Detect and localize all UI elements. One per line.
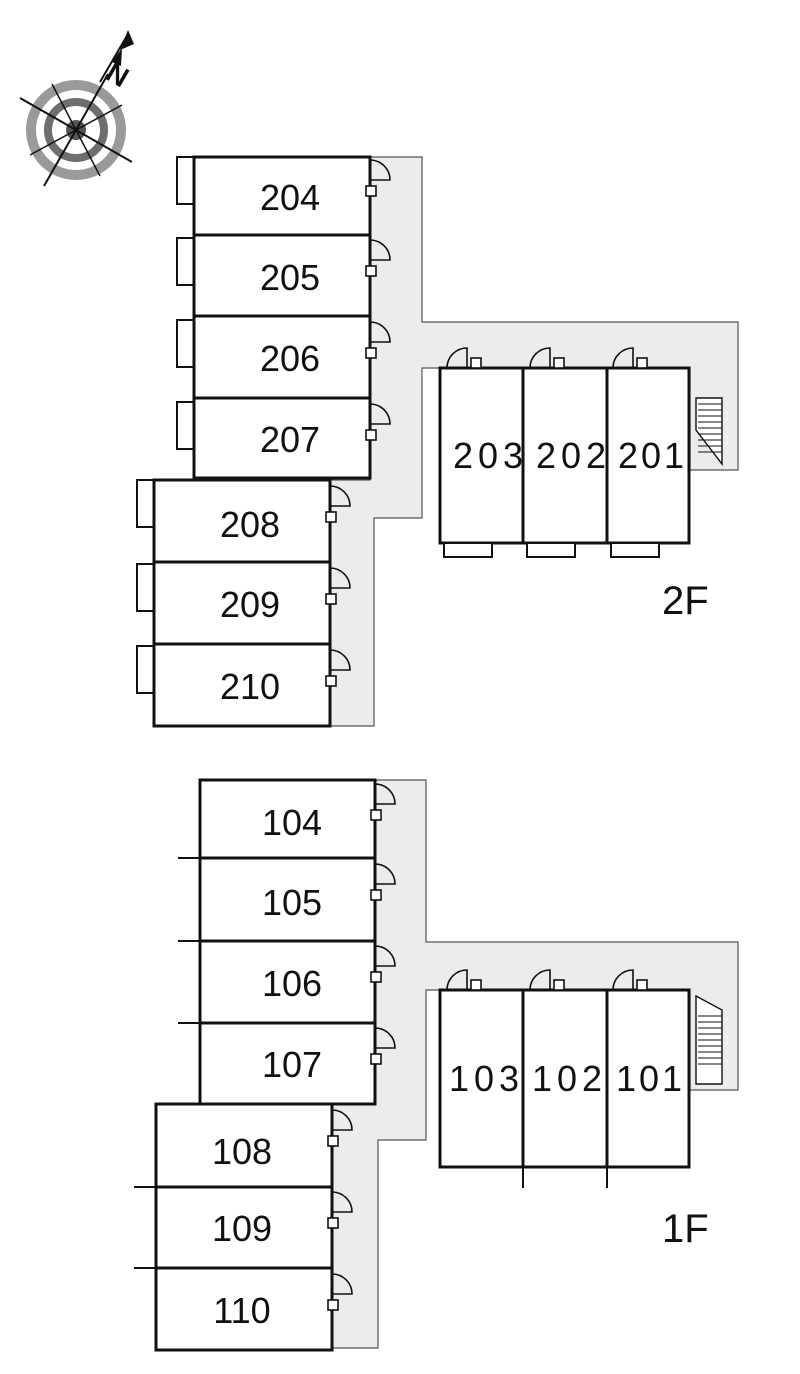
room-110 <box>154 1266 334 1352</box>
door-icon <box>370 783 396 821</box>
room-207 <box>192 396 372 480</box>
room-label: 110 <box>213 1290 270 1331</box>
door-icon <box>365 403 391 441</box>
door-icon <box>529 347 565 369</box>
compass-north-label: N <box>101 56 134 93</box>
stairs-1f-icon <box>695 994 723 1085</box>
balcony-icon <box>136 645 155 694</box>
door-icon <box>370 1027 396 1065</box>
room-105 <box>198 856 377 943</box>
room-label: 204 <box>260 177 320 218</box>
room-108 <box>154 1102 334 1189</box>
stairs-2f-icon <box>695 397 723 467</box>
balcony-icon <box>176 156 195 205</box>
door-icon <box>370 945 396 983</box>
room-label: 207 <box>260 419 320 460</box>
room-101 <box>605 988 691 1169</box>
balcony-icon <box>136 563 155 612</box>
door-icon <box>446 347 482 369</box>
door-icon <box>612 969 648 991</box>
room-label: 103 <box>449 1058 519 1099</box>
room-209 <box>152 560 332 646</box>
room-label: 208 <box>220 504 280 545</box>
floor-1f: 104 105 106 107 108 109 110 103 102 101 … <box>134 778 739 1352</box>
room-103 <box>438 988 525 1169</box>
balcony-icon <box>610 542 660 558</box>
floor-label-1f: 1F <box>662 1207 709 1251</box>
room-label: 105 <box>262 882 322 923</box>
room-label: 101 <box>616 1058 682 1099</box>
room-label: 202 <box>536 435 606 476</box>
room-206 <box>192 314 372 400</box>
room-205 <box>192 233 372 318</box>
door-icon <box>327 1273 353 1311</box>
door-icon <box>370 863 396 901</box>
balcony-icon <box>136 479 155 528</box>
room-label: 106 <box>262 963 322 1004</box>
floor-2f: 204 205 206 207 208 209 210 203 202 201 … <box>136 155 739 728</box>
door-icon <box>365 159 391 197</box>
room-label: 108 <box>212 1131 272 1172</box>
door-icon <box>327 1109 353 1147</box>
compass-icon: N <box>19 30 134 187</box>
balcony-icon <box>443 542 493 558</box>
door-icon <box>325 649 351 687</box>
door-icon <box>365 321 391 359</box>
door-icon <box>325 567 351 605</box>
room-label: 203 <box>453 435 523 476</box>
room-203 <box>438 366 525 545</box>
door-icon <box>365 239 391 277</box>
room-210 <box>152 642 332 728</box>
door-icon <box>325 485 351 523</box>
balcony-icon <box>176 401 195 450</box>
room-label: 107 <box>262 1044 322 1085</box>
room-label: 210 <box>220 666 280 707</box>
balcony-icon <box>526 542 576 558</box>
room-label: 102 <box>532 1058 602 1099</box>
room-label: 109 <box>212 1208 272 1249</box>
room-201 <box>605 366 691 545</box>
door-icon <box>446 969 482 991</box>
balcony-icon <box>176 319 195 368</box>
door-icon <box>612 347 648 369</box>
room-label: 205 <box>260 257 320 298</box>
room-label: 206 <box>260 338 320 379</box>
door-icon <box>327 1191 353 1229</box>
room-202 <box>521 366 609 545</box>
balcony-icon <box>176 237 195 286</box>
room-label: 201 <box>618 435 684 476</box>
floor-label-2f: 2F <box>662 579 709 623</box>
door-icon <box>529 969 565 991</box>
room-204 <box>192 155 372 237</box>
room-104 <box>198 778 377 860</box>
room-label: 209 <box>220 584 280 625</box>
room-label: 104 <box>262 802 322 843</box>
